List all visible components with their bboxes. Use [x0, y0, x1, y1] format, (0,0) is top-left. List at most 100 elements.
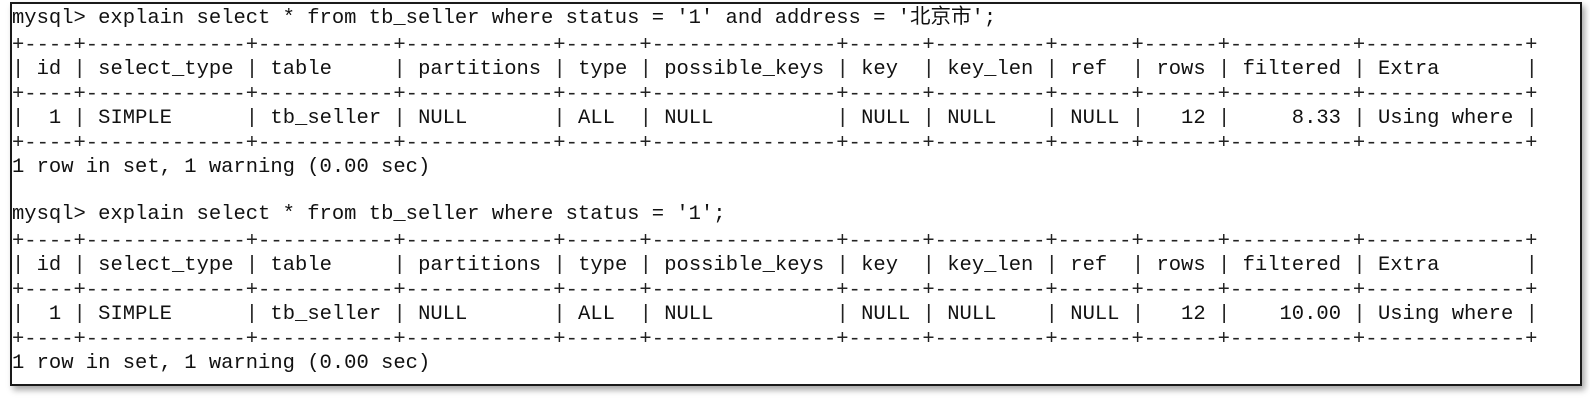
column-header: select_type — [98, 58, 234, 81]
column-separator: | — [12, 107, 25, 130]
column-separator: | — [836, 303, 849, 326]
column-separator: | — [1525, 303, 1538, 326]
command-line: mysql> explain select * from tb_seller w… — [12, 203, 1538, 230]
table-cell: ALL — [578, 303, 615, 326]
console-output[interactable]: mysql> explain select * from tb_seller w… — [12, 7, 1538, 377]
column-header: key_len — [947, 58, 1034, 81]
table-cell: NULL — [1070, 107, 1120, 130]
column-separator: | — [922, 254, 935, 277]
column-header: table — [270, 254, 332, 277]
terminal-window[interactable]: mysql> explain select * from tb_seller w… — [10, 2, 1582, 386]
column-separator: | — [1131, 58, 1145, 81]
column-header: key_len — [947, 254, 1034, 277]
column-separator: | — [1045, 254, 1058, 277]
table-cell: NULL — [861, 303, 911, 326]
column-header: partitions — [418, 58, 542, 81]
table-border-line: +----+-------------+-----------+--------… — [12, 327, 1538, 351]
result-summary: 1 row in set, 1 warning (0.00 sec) — [12, 156, 431, 179]
table-row: | 1 | SIMPLE | tb_seller | NULL | ALL | … — [12, 303, 1538, 328]
column-separator: | — [922, 58, 935, 81]
sql-command: explain select * from tb_seller where st… — [98, 203, 726, 226]
column-separator: | — [639, 303, 652, 326]
column-separator: | — [836, 107, 849, 130]
column-separator: | — [553, 107, 566, 130]
column-separator: | — [553, 254, 566, 277]
column-separator: | — [1131, 254, 1145, 277]
column-separator: | — [922, 107, 935, 130]
table-border-line: +----+-------------+-----------+--------… — [12, 82, 1538, 106]
result-summary: 1 row in set, 1 warning (0.00 sec) — [12, 352, 431, 375]
column-separator: | — [393, 107, 406, 130]
column-separator: | — [245, 58, 259, 81]
table-cell: NULL — [664, 303, 714, 326]
command-line: mysql> explain select * from tb_seller w… — [12, 7, 1538, 34]
sql-command: explain select * from tb_seller where st… — [98, 7, 997, 30]
table-border-line: +----+-------------+-----------+--------… — [12, 33, 1538, 57]
table-cell: NULL — [664, 107, 714, 130]
column-header: filtered — [1242, 58, 1342, 81]
column-header: possible_keys — [664, 254, 825, 277]
column-separator: | — [836, 58, 849, 81]
table-cell: 1 — [48, 107, 62, 130]
column-separator: | — [1131, 303, 1145, 326]
table-cell: NULL — [947, 303, 997, 326]
column-separator: | — [12, 58, 25, 81]
column-separator: | — [1353, 254, 1366, 277]
column-header: id — [36, 254, 62, 277]
table-cell: NULL — [1070, 303, 1120, 326]
column-header: partitions — [418, 254, 542, 277]
column-separator: | — [1353, 107, 1366, 130]
column-separator: | — [836, 254, 849, 277]
column-separator: | — [1525, 254, 1538, 277]
column-header: type — [578, 254, 628, 277]
table-cell: 12 — [1181, 107, 1206, 130]
column-header: key — [861, 254, 898, 277]
column-header: type — [578, 58, 628, 81]
column-header: ref — [1070, 254, 1108, 277]
table-border-line: +----+-------------+-----------+--------… — [12, 278, 1538, 302]
column-header: id — [36, 58, 62, 81]
column-separator: | — [73, 107, 86, 130]
column-separator: | — [73, 303, 86, 326]
table-cell: 10.00 — [1279, 303, 1341, 326]
table-border: +----+-------------+-----------+--------… — [12, 328, 1538, 353]
column-separator: | — [1045, 58, 1058, 81]
column-header: select_type — [98, 254, 234, 277]
column-separator: | — [639, 58, 652, 81]
column-separator: | — [245, 254, 259, 277]
column-separator: | — [639, 107, 652, 130]
blank-line — [12, 181, 1538, 206]
column-header: rows — [1156, 58, 1206, 81]
table-cell: ALL — [578, 107, 615, 130]
table-cell: NULL — [418, 303, 468, 326]
column-separator: | — [1525, 107, 1538, 130]
table-header-row: | id | select_type | table | partitions … — [12, 58, 1538, 83]
mysql-prompt: mysql> — [12, 7, 86, 30]
column-separator: | — [245, 107, 259, 130]
column-separator: | — [639, 254, 652, 277]
column-separator: | — [1217, 254, 1231, 277]
column-header: possible_keys — [664, 58, 825, 81]
column-separator: | — [553, 58, 566, 81]
result-summary-line: 1 row in set, 1 warning (0.00 sec) — [12, 352, 1538, 377]
table-cell: 1 — [48, 303, 62, 326]
column-header: table — [270, 58, 332, 81]
column-separator: | — [1353, 303, 1366, 326]
result-summary-line: 1 row in set, 1 warning (0.00 sec) — [12, 156, 1538, 181]
table-cell: 8.33 — [1291, 107, 1341, 130]
column-header: key — [861, 58, 898, 81]
column-separator: | — [73, 58, 86, 81]
column-header: filtered — [1242, 254, 1342, 277]
table-cell: NULL — [861, 107, 911, 130]
column-separator: | — [1045, 107, 1058, 130]
column-separator: | — [1217, 58, 1231, 81]
table-border-line: +----+-------------+-----------+--------… — [12, 229, 1538, 253]
table-border-line: +----+-------------+-----------+--------… — [12, 131, 1538, 155]
column-separator: | — [393, 254, 406, 277]
column-separator: | — [922, 303, 935, 326]
column-separator: | — [1045, 303, 1058, 326]
column-separator: | — [553, 303, 566, 326]
column-separator: | — [12, 303, 25, 326]
column-separator: | — [12, 254, 25, 277]
column-separator: | — [393, 58, 406, 81]
